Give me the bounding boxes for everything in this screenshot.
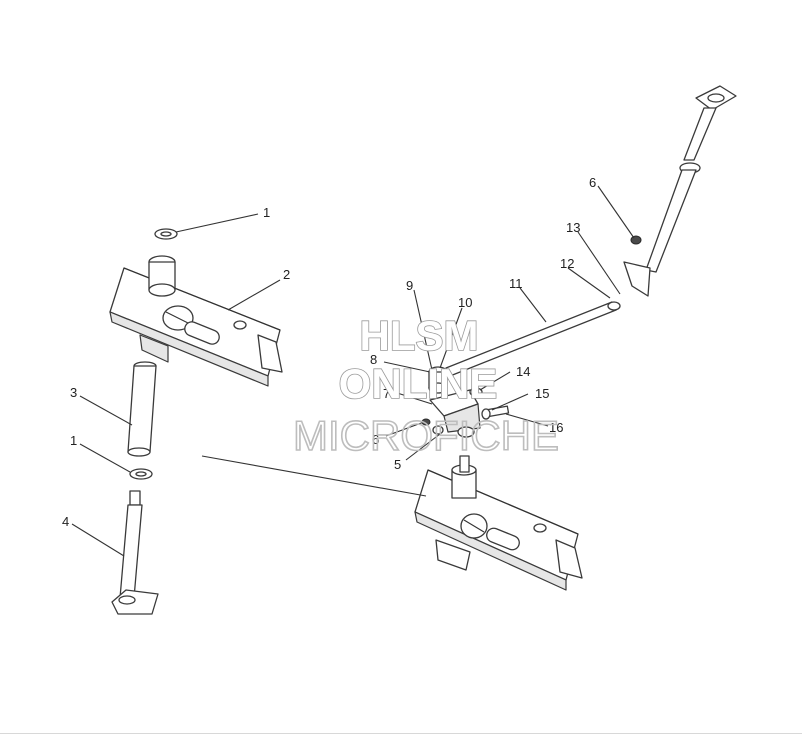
callout-12: 12: [560, 256, 574, 271]
callout-9: 9: [406, 278, 413, 293]
callout-10: 10: [458, 295, 472, 310]
callout-2: 2: [283, 267, 290, 282]
watermark-line-2: ONLINE: [339, 360, 498, 407]
callout-5: 5: [394, 457, 401, 472]
callout-13: 13: [566, 220, 580, 235]
callout-1-lower: 1: [70, 433, 77, 448]
callout-labels: 1 2 3 1 4 6 13 12 11 9 10 8 14 7 15 6 5 …: [62, 175, 596, 529]
callout-8: 8: [370, 352, 377, 367]
watermark-line-1: HLSM: [360, 312, 479, 359]
leader-lines: [71, 185, 635, 557]
callout-7: 7: [383, 386, 390, 401]
callout-14: 14: [516, 364, 530, 379]
tie-rod: [445, 301, 621, 377]
callout-3: 3: [70, 385, 77, 400]
callout-6-lower: 6: [372, 432, 379, 447]
steering-column: [623, 85, 737, 297]
washer-top: [154, 228, 178, 240]
washer-lower: [129, 468, 153, 480]
watermark-line-3: MICROFICHE: [293, 412, 559, 459]
callout-1-top: 1: [263, 205, 270, 220]
steering-knuckle: [421, 389, 481, 438]
callout-15: 15: [535, 386, 549, 401]
axle-housing-lower: [414, 455, 583, 591]
bolt: [469, 387, 510, 420]
pin-part-3: [127, 361, 157, 457]
spindle-part-4: [111, 490, 159, 615]
callout-11: 11: [509, 276, 523, 291]
watermark: HLSM ONLINE MICROFICHE: [292, 311, 560, 460]
callout-6-top: 6: [589, 175, 596, 190]
axle-housing-upper: [109, 255, 283, 387]
callout-16: 16: [549, 420, 563, 435]
callout-4: 4: [62, 514, 69, 529]
